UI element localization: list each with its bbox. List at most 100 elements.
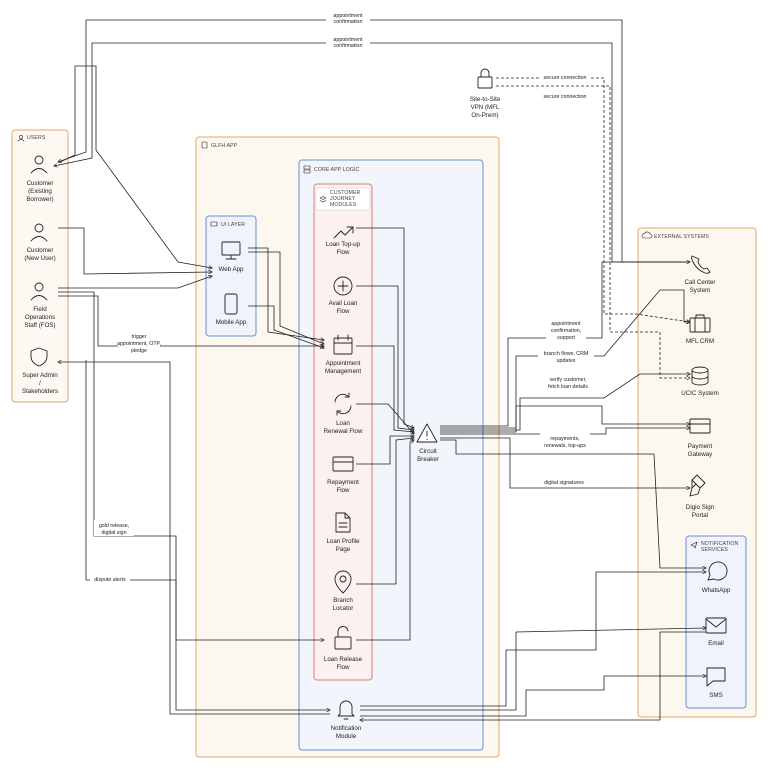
edge-breaker-to-ucic bbox=[440, 374, 690, 431]
document-icon bbox=[335, 512, 351, 533]
digio-label-2: Portal bbox=[692, 512, 708, 519]
email-label: Email bbox=[708, 640, 723, 647]
customer-existing-label-3: Borrower) bbox=[26, 196, 53, 203]
super-admin-label-2: / bbox=[39, 380, 41, 387]
trend-up-icon bbox=[333, 226, 354, 239]
loan-profile-label-1: Loan Profile bbox=[326, 538, 360, 545]
repayment-label-1: Repayment bbox=[327, 479, 359, 486]
branch-locator-node: Branch Locator bbox=[333, 570, 354, 612]
notification-module-label-2: Module bbox=[336, 733, 357, 740]
payment-gateway-node: Payment Gateway bbox=[688, 418, 713, 458]
edge-customer-existing-to-web-app bbox=[59, 65, 212, 268]
mobile-app-node: Mobile App bbox=[216, 293, 247, 326]
card-icon bbox=[332, 456, 354, 472]
edge-breaker-to-digio bbox=[440, 437, 690, 488]
edge-label-appt-support-c: support bbox=[557, 335, 575, 341]
ui-layer-group-icon bbox=[210, 221, 218, 227]
vpn-node: Site-to-Site VPN (MFL On-Prem) bbox=[470, 66, 501, 119]
customer-existing-label-1: Customer bbox=[27, 180, 54, 187]
branch-locator-label-2: Locator bbox=[333, 605, 354, 612]
customer-new-node: Customer (New User) bbox=[24, 223, 56, 262]
customer-journey-modules-header-box bbox=[315, 187, 371, 211]
edge-appointment-to-breaker bbox=[356, 345, 414, 432]
edge-repayment-to-breaker bbox=[356, 436, 414, 465]
edge-breaker-to-whatsapp bbox=[440, 439, 706, 568]
customer-journey-modules-group-box bbox=[313, 183, 373, 681]
edge-loan-renewal-to-breaker bbox=[356, 403, 414, 434]
loan-topup-label-1: Loan Top-up bbox=[326, 241, 361, 248]
edge-label-secure-1: secure connection bbox=[544, 75, 587, 81]
loan-profile-label-2: Page bbox=[336, 546, 351, 553]
loan-renewal-label-1: Loan bbox=[336, 420, 350, 427]
edge-label-trigger-c: pledge bbox=[131, 348, 147, 354]
customer-new-label-2: (New User) bbox=[24, 255, 55, 262]
edge-loan-release-to-breaker bbox=[356, 440, 414, 641]
appointment-node: Appointment Management bbox=[325, 334, 361, 375]
glfh-app-group-label: GLFH APP bbox=[211, 143, 238, 149]
web-app-node: Web App bbox=[219, 241, 244, 273]
vpn-label-2: VPN (MFL bbox=[471, 104, 500, 111]
mfl-crm-label: MFL CRM bbox=[686, 338, 714, 345]
refresh-icon bbox=[334, 392, 352, 416]
whatsapp-label: WhatsApp bbox=[702, 587, 731, 594]
mobile-app-label: Mobile App bbox=[216, 319, 247, 326]
customer-journey-modules-label-2: JOURNEY bbox=[330, 196, 356, 202]
database-icon bbox=[691, 366, 709, 386]
digio-label-1: Digio Sign bbox=[686, 504, 715, 511]
core-app-logic-group-label: CORE APP LOGIC bbox=[314, 167, 360, 173]
circuit-breaker-node: Circuit Breaker bbox=[416, 423, 439, 463]
message-square-icon bbox=[706, 667, 726, 687]
edge-web-app-to-appointment-2 bbox=[248, 251, 324, 344]
edge-branch-locator-to-breaker bbox=[356, 438, 414, 585]
notification-services-label-2: SERVICES bbox=[701, 547, 728, 553]
bell-icon bbox=[337, 700, 355, 720]
edge-email-to-notification bbox=[360, 631, 706, 720]
edge-notification-to-sms bbox=[360, 676, 706, 717]
card-icon bbox=[689, 418, 711, 434]
mail-icon bbox=[705, 617, 727, 634]
phone-device-icon bbox=[224, 293, 238, 315]
super-admin-label-1: Super Admin bbox=[22, 372, 58, 379]
shield-icon bbox=[30, 347, 48, 367]
warning-icon bbox=[416, 423, 438, 443]
users-group-box bbox=[11, 129, 69, 403]
appointment-label-1: Appointment bbox=[326, 360, 361, 367]
ui-layer-group: UI LAYER bbox=[205, 215, 257, 337]
email-node: Email bbox=[705, 617, 727, 647]
repayment-label-2: Flow bbox=[336, 487, 350, 494]
monitor-icon bbox=[221, 241, 241, 260]
external-systems-group-label: EXTERNAL SYSTEMS bbox=[654, 234, 709, 240]
edge-label-branch-flows-b: updates bbox=[557, 358, 576, 364]
circuit-breaker-label-1: Circuit bbox=[419, 448, 437, 455]
edge-label-digital-sig: digital signatures bbox=[544, 480, 584, 486]
edge-label-secure-2: secure connection bbox=[544, 94, 587, 100]
loan-release-node: Loan Release Flow bbox=[324, 626, 363, 671]
fos-label-3: Staff (FOS) bbox=[24, 322, 55, 329]
plus-circle-icon bbox=[333, 276, 353, 296]
loan-renewal-label-2: Renewal Flow bbox=[324, 428, 363, 435]
edge-notification-to-email bbox=[360, 628, 706, 711]
appointment-label-2: Management bbox=[325, 368, 361, 375]
edge-label-trigger-a: trigger bbox=[131, 334, 146, 340]
send-icon bbox=[690, 541, 698, 549]
edge-label-gold-release-b: digital sign bbox=[101, 530, 126, 536]
users-group: USERS bbox=[11, 129, 69, 403]
edge-fos-to-web-app bbox=[58, 276, 212, 289]
user-icon bbox=[30, 155, 48, 174]
edge-label-verify-a: verify customer, bbox=[549, 377, 586, 383]
call-center-label-2: System bbox=[690, 287, 711, 294]
edge-dispute-alerts bbox=[85, 360, 330, 710]
edge-breaker-to-payment-gateway bbox=[440, 405, 690, 433]
edge-label-repayments-a: repayments, bbox=[550, 436, 579, 442]
mfl-crm-node: MFL CRM bbox=[686, 314, 714, 345]
customer-existing-node: Customer (Existing Borrower) bbox=[26, 155, 54, 203]
edge-label-branch-flows-a: branch flows, CRM bbox=[544, 351, 589, 357]
edge-fos-gold-release bbox=[58, 291, 324, 640]
unlock-icon bbox=[334, 626, 352, 650]
edge-notification-to-whatsapp bbox=[360, 572, 706, 707]
phone-icon bbox=[691, 255, 711, 274]
calendar-icon bbox=[333, 334, 353, 355]
super-admin-label-3: Stakeholders bbox=[22, 388, 58, 395]
customer-journey-modules-label-1: CUSTOMER bbox=[330, 190, 361, 196]
